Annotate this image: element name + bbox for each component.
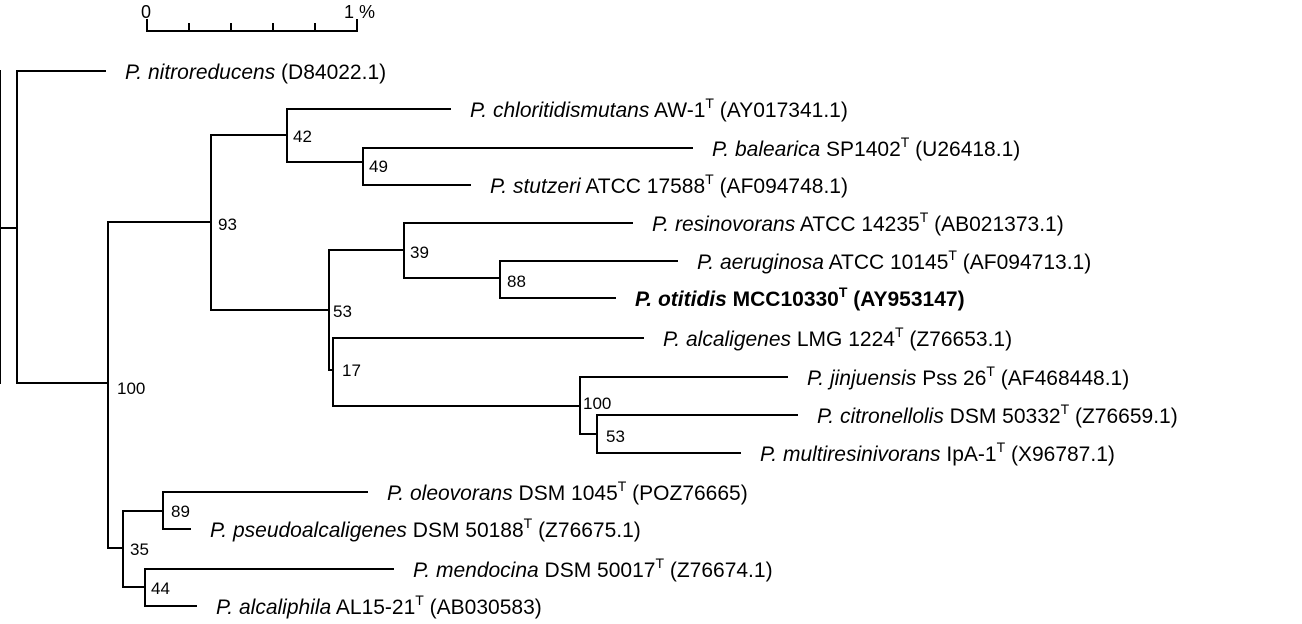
strain-name: ATCC 10145 <box>824 251 949 274</box>
strain-name: DSM 50017 <box>539 559 656 582</box>
accession-number: (AF094713.1) <box>957 251 1091 274</box>
tree-branches <box>0 70 798 607</box>
taxon-label: P. nitroreducens (D84022.1) <box>125 61 386 84</box>
accession-number: (AY017341.1) <box>714 99 848 122</box>
taxon-label: P. oleovorans DSM 1045T (POZ76665) <box>387 478 748 505</box>
taxon-label: P. balearica SP1402T (U26418.1) <box>712 134 1020 161</box>
type-strain-mark: T <box>895 324 904 340</box>
accession-number: (AB021373.1) <box>928 213 1063 236</box>
species-name: P. alcaliphila <box>216 596 331 619</box>
accession-number: (Z76675.1) <box>532 519 641 542</box>
bootstrap-value: 17 <box>342 361 361 380</box>
species-name: P. multiresinivorans <box>760 443 941 466</box>
accession-number: (AF094748.1) <box>714 175 848 198</box>
bootstrap-value: 49 <box>369 157 388 176</box>
species-name: P. jinjuensis <box>807 367 917 390</box>
taxon-label: P. citronellolis DSM 50332T (Z76659.1) <box>817 401 1178 428</box>
taxon-label: P. multiresinivorans IpA-1T (X96787.1) <box>760 439 1115 466</box>
taxon-label: P. jinjuensis Pss 26T (AF468448.1) <box>807 363 1129 390</box>
type-strain-mark: T <box>839 284 848 300</box>
species-name: P. citronellolis <box>817 405 944 428</box>
strain-name: SP1402 <box>820 138 901 161</box>
strain-name: DSM 50332 <box>944 405 1061 428</box>
species-name: P. otitidis <box>635 288 727 311</box>
strain-name: DSM 50188 <box>407 519 524 542</box>
species-name: P. nitroreducens <box>125 61 276 84</box>
taxon-labels: P. nitroreducens (D84022.1) P. chloritidi… <box>125 61 1178 619</box>
species-name: P. resinovorans <box>652 213 796 236</box>
accession-number: (POZ76665) <box>626 482 747 505</box>
taxon-label: P. pseudoalcaligenes DSM 50188T (Z76675.… <box>210 515 641 542</box>
taxon-label: P. otitidis MCC10330T (AY953147) <box>635 284 965 311</box>
accession-number: (Z76653.1) <box>904 328 1013 351</box>
species-name: P. balearica <box>712 138 820 161</box>
strain-name: MCC10330 <box>727 288 839 311</box>
species-name: P. stutzeri <box>490 175 582 198</box>
species-name: P. pseudoalcaligenes <box>210 519 407 542</box>
species-name: P. mendocina <box>413 559 539 582</box>
strain-name: IpA-1 <box>941 443 997 466</box>
strain-name: DSM 1045 <box>513 482 618 505</box>
strain-name: LMG 1224 <box>791 328 895 351</box>
bootstrap-value: 39 <box>410 243 429 262</box>
species-name: P. aeruginosa <box>697 251 824 274</box>
bootstrap-value: 88 <box>507 272 526 291</box>
strain-name: ATCC 17588 <box>581 175 706 198</box>
bootstrap-value: 100 <box>583 394 611 413</box>
accession-number: (Z76674.1) <box>664 559 773 582</box>
bootstrap-value: 89 <box>171 502 190 521</box>
bootstrap-value: 53 <box>606 427 625 446</box>
type-strain-mark: T <box>655 555 664 571</box>
type-strain-mark: T <box>997 439 1006 455</box>
scale-bar-end-label: 1 % <box>344 2 375 22</box>
bootstrap-value: 42 <box>293 127 312 146</box>
taxon-label: P. chloritidismutans AW-1T (AY017341.1) <box>470 95 848 122</box>
strain-name: ATCC 14235 <box>795 213 920 236</box>
bootstrap-value: 53 <box>333 302 352 321</box>
scale-bar: 0 1 % <box>141 2 375 32</box>
accession-number: (AF468448.1) <box>995 367 1129 390</box>
taxon-label: P. mendocina DSM 50017T (Z76674.1) <box>413 555 773 582</box>
type-strain-mark: T <box>920 209 929 225</box>
accession-number: (D84022.1) <box>275 61 386 84</box>
bootstrap-value: 35 <box>130 540 149 559</box>
type-strain-mark: T <box>415 592 424 608</box>
accession-number: (AB030583) <box>424 596 542 619</box>
strain-name: Pss 26 <box>916 367 986 390</box>
type-strain-mark: T <box>986 363 995 379</box>
accession-number: (U26418.1) <box>909 138 1020 161</box>
species-name: P. alcaligenes <box>663 328 792 351</box>
accession-number: (AY953147) <box>847 288 964 311</box>
species-name: P. chloritidismutans <box>470 99 650 122</box>
type-strain-mark: T <box>618 478 627 494</box>
type-strain-mark: T <box>1061 401 1070 417</box>
type-strain-mark: T <box>705 95 714 111</box>
scale-bar-start-label: 0 <box>141 2 151 22</box>
bootstrap-value: 44 <box>151 579 170 598</box>
bootstrap-values: 42 49 93 39 88 53 17 100 53 89 35 44 100 <box>117 127 625 598</box>
taxon-label: P. alcaligenes LMG 1224T (Z76653.1) <box>663 324 1012 351</box>
taxon-label: P. alcaliphila AL15-21T (AB030583) <box>216 592 542 619</box>
taxon-label: P. stutzeri ATCC 17588T (AF094748.1) <box>490 171 848 198</box>
species-name: P. oleovorans <box>387 482 513 505</box>
strain-name: AW-1 <box>649 99 705 122</box>
taxon-label: P. aeruginosa ATCC 10145T (AF094713.1) <box>697 247 1091 274</box>
type-strain-mark: T <box>705 171 714 187</box>
strain-name: AL15-21 <box>331 596 415 619</box>
type-strain-mark: T <box>901 134 910 150</box>
accession-number: (Z76659.1) <box>1069 405 1178 428</box>
accession-number: (X96787.1) <box>1005 443 1115 466</box>
type-strain-mark: T <box>524 515 533 531</box>
bootstrap-value: 93 <box>218 215 237 234</box>
type-strain-mark: T <box>948 247 957 263</box>
bootstrap-value: 100 <box>117 379 145 398</box>
taxon-label: P. resinovorans ATCC 14235T (AB021373.1) <box>652 209 1064 236</box>
